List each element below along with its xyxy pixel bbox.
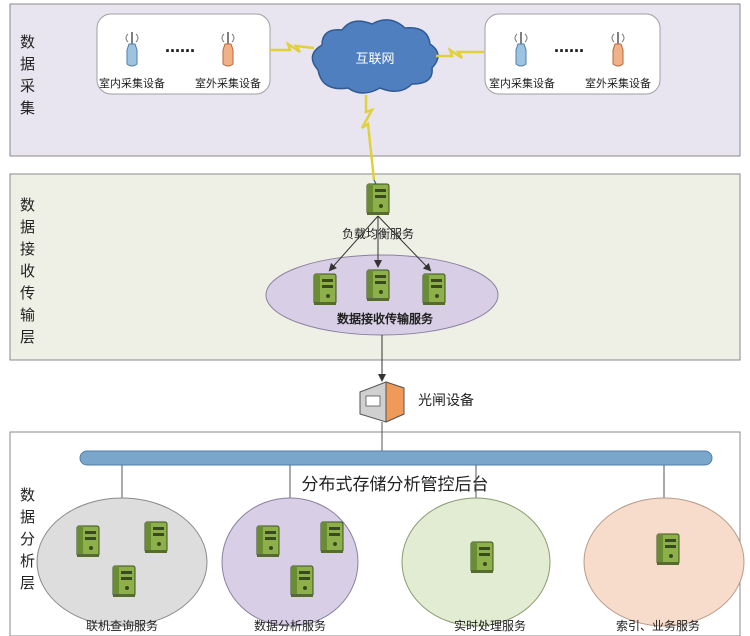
service-label: 索引、业务服务 (616, 618, 700, 633)
receive-layer-char-2: 接 (20, 240, 35, 258)
lightning-left-icon (270, 40, 315, 54)
analysis-layer-char-1: 据 (20, 508, 35, 526)
receive-layer-char-4: 传 (20, 284, 35, 302)
right-indoor-label: 室内采集设备 (489, 76, 555, 90)
analysis-layer-char-0: 数 (20, 486, 35, 504)
server-icon (656, 533, 680, 566)
gateway-label: 光闸设备 (418, 392, 474, 409)
analysis-layer-char-2: 分 (20, 530, 35, 548)
receive-server-icon (422, 273, 446, 306)
gateway-device: 光闸设备 (359, 381, 474, 423)
collection-layer-char-1: 据 (20, 55, 35, 73)
server-icon (470, 541, 494, 574)
service-label: 实时处理服务 (454, 618, 526, 633)
service-data-analysis: 数据分析服务 (221, 497, 359, 633)
service-online-query: 联机查询服务 (36, 497, 208, 633)
internet-cloud: 互联网 (311, 19, 439, 94)
server-icon (320, 521, 344, 554)
left-device-dots: …… (165, 38, 195, 56)
receive-layer-char-3: 收 (20, 262, 35, 280)
server-icon (76, 525, 100, 558)
cloud-icon (311, 19, 439, 94)
left-indoor-label: 室内采集设备 (99, 76, 165, 90)
right-outdoor-label: 室外采集设备 (585, 76, 651, 90)
analysis-layer-char-4: 层 (20, 574, 35, 592)
server-icon (256, 525, 280, 558)
service-label: 联机查询服务 (86, 618, 158, 633)
collection-layer-label: 数 据 采 集 (20, 33, 35, 117)
left-outdoor-label: 室外采集设备 (195, 76, 261, 90)
receive-server-icon (366, 269, 390, 302)
server-icon (144, 521, 168, 554)
service-label: 数据分析服务 (254, 618, 326, 633)
server-icon (112, 565, 136, 598)
right-device-group: …… 室内采集设备 室外采集设备 (484, 13, 661, 95)
lightning-down-icon (360, 95, 376, 181)
left-device-group: …… 室内采集设备 室外采集设备 (96, 13, 271, 95)
collection-layer-char-0: 数 (20, 33, 35, 51)
collection-layer-char-3: 集 (20, 99, 35, 117)
receive-layer-char-6: 层 (20, 328, 35, 346)
receive-layer-char-5: 输 (20, 306, 35, 324)
server-icon (290, 565, 314, 598)
cloud-label: 互联网 (355, 52, 394, 67)
backbone-label: 分布式存储分析管控后台 (302, 475, 489, 495)
service-realtime-processing: 实时处理服务 (401, 497, 551, 633)
analysis-layer-char-3: 析 (20, 552, 35, 570)
load-balancer-server-icon (366, 183, 390, 216)
receive-server-icon (313, 273, 337, 306)
receive-cluster-label: 数据接收传输服务 (337, 311, 434, 326)
wireless-links (270, 40, 484, 189)
receive-layer-char-0: 数 (20, 196, 35, 214)
storage-bus (79, 450, 713, 466)
right-device-dots: …… (554, 38, 584, 56)
receive-layer-char-1: 据 (20, 218, 35, 236)
receive-layer-label: 数 据 接 收 传 输 层 (20, 196, 35, 346)
collection-layer-char-2: 采 (20, 77, 35, 95)
lightning-right-icon (436, 46, 484, 60)
service-index-business: 索引、业务服务 (583, 497, 745, 633)
analysis-layer-label: 数 据 分 析 层 (20, 486, 35, 592)
